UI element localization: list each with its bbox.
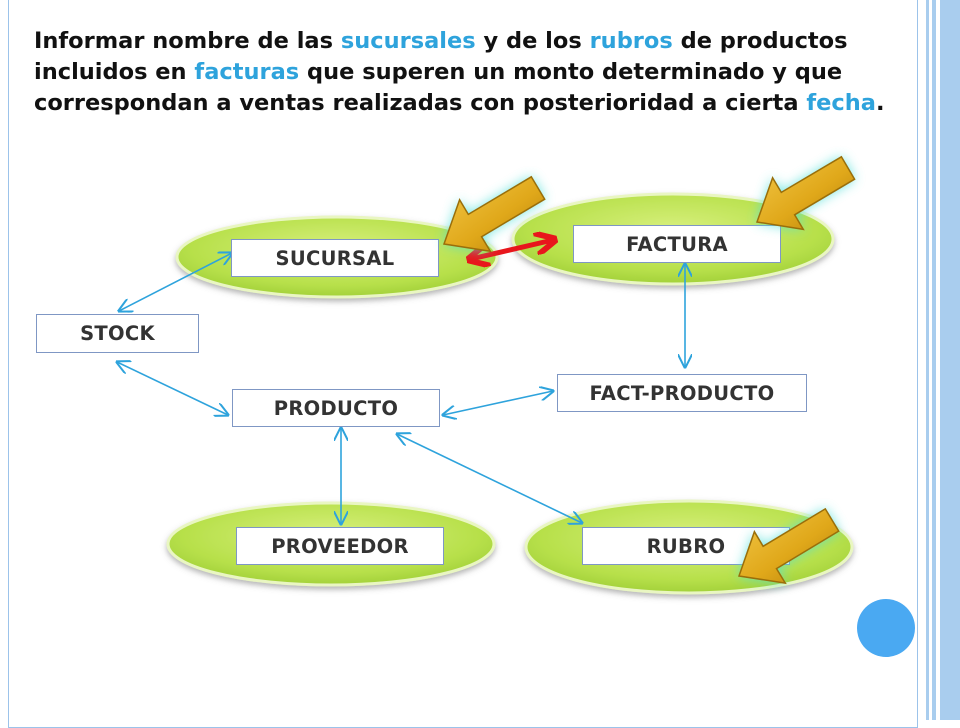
page-title: Informar nombre de las sucursales y de l…	[34, 26, 914, 119]
decorative-circle	[857, 599, 915, 657]
title-text: .	[875, 90, 885, 116]
slide-side-stripes	[918, 0, 960, 720]
title-keyword: sucursales	[340, 28, 476, 54]
connector-stock-sucursal	[119, 253, 232, 311]
title-keyword: fecha	[806, 90, 876, 116]
entity-rubro[interactable]: RUBRO	[582, 527, 790, 565]
entity-proveedor[interactable]: PROVEEDOR	[236, 527, 444, 565]
title-text: que superen un monto determinado y que c…	[34, 59, 843, 116]
title-keyword: rubros	[589, 28, 673, 54]
entity-fact-producto[interactable]: FACT-PRODUCTO	[557, 374, 807, 412]
title-text: Informar nombre de las	[34, 28, 341, 54]
connector-stock-producto	[117, 362, 228, 415]
entity-producto[interactable]: PRODUCTO	[232, 389, 440, 427]
title-text: y de los	[475, 28, 590, 54]
entity-factura[interactable]: FACTURA	[573, 225, 781, 263]
connector-producto-factproducto	[443, 391, 553, 415]
connector-producto-rubro	[397, 434, 582, 523]
title-text: de productos incluidos en	[34, 28, 848, 85]
er-diagram	[0, 192, 854, 595]
title-keyword: facturas	[194, 59, 300, 85]
entity-sucursal[interactable]: SUCURSAL	[231, 239, 439, 277]
entity-stock[interactable]: STOCK	[36, 314, 199, 353]
